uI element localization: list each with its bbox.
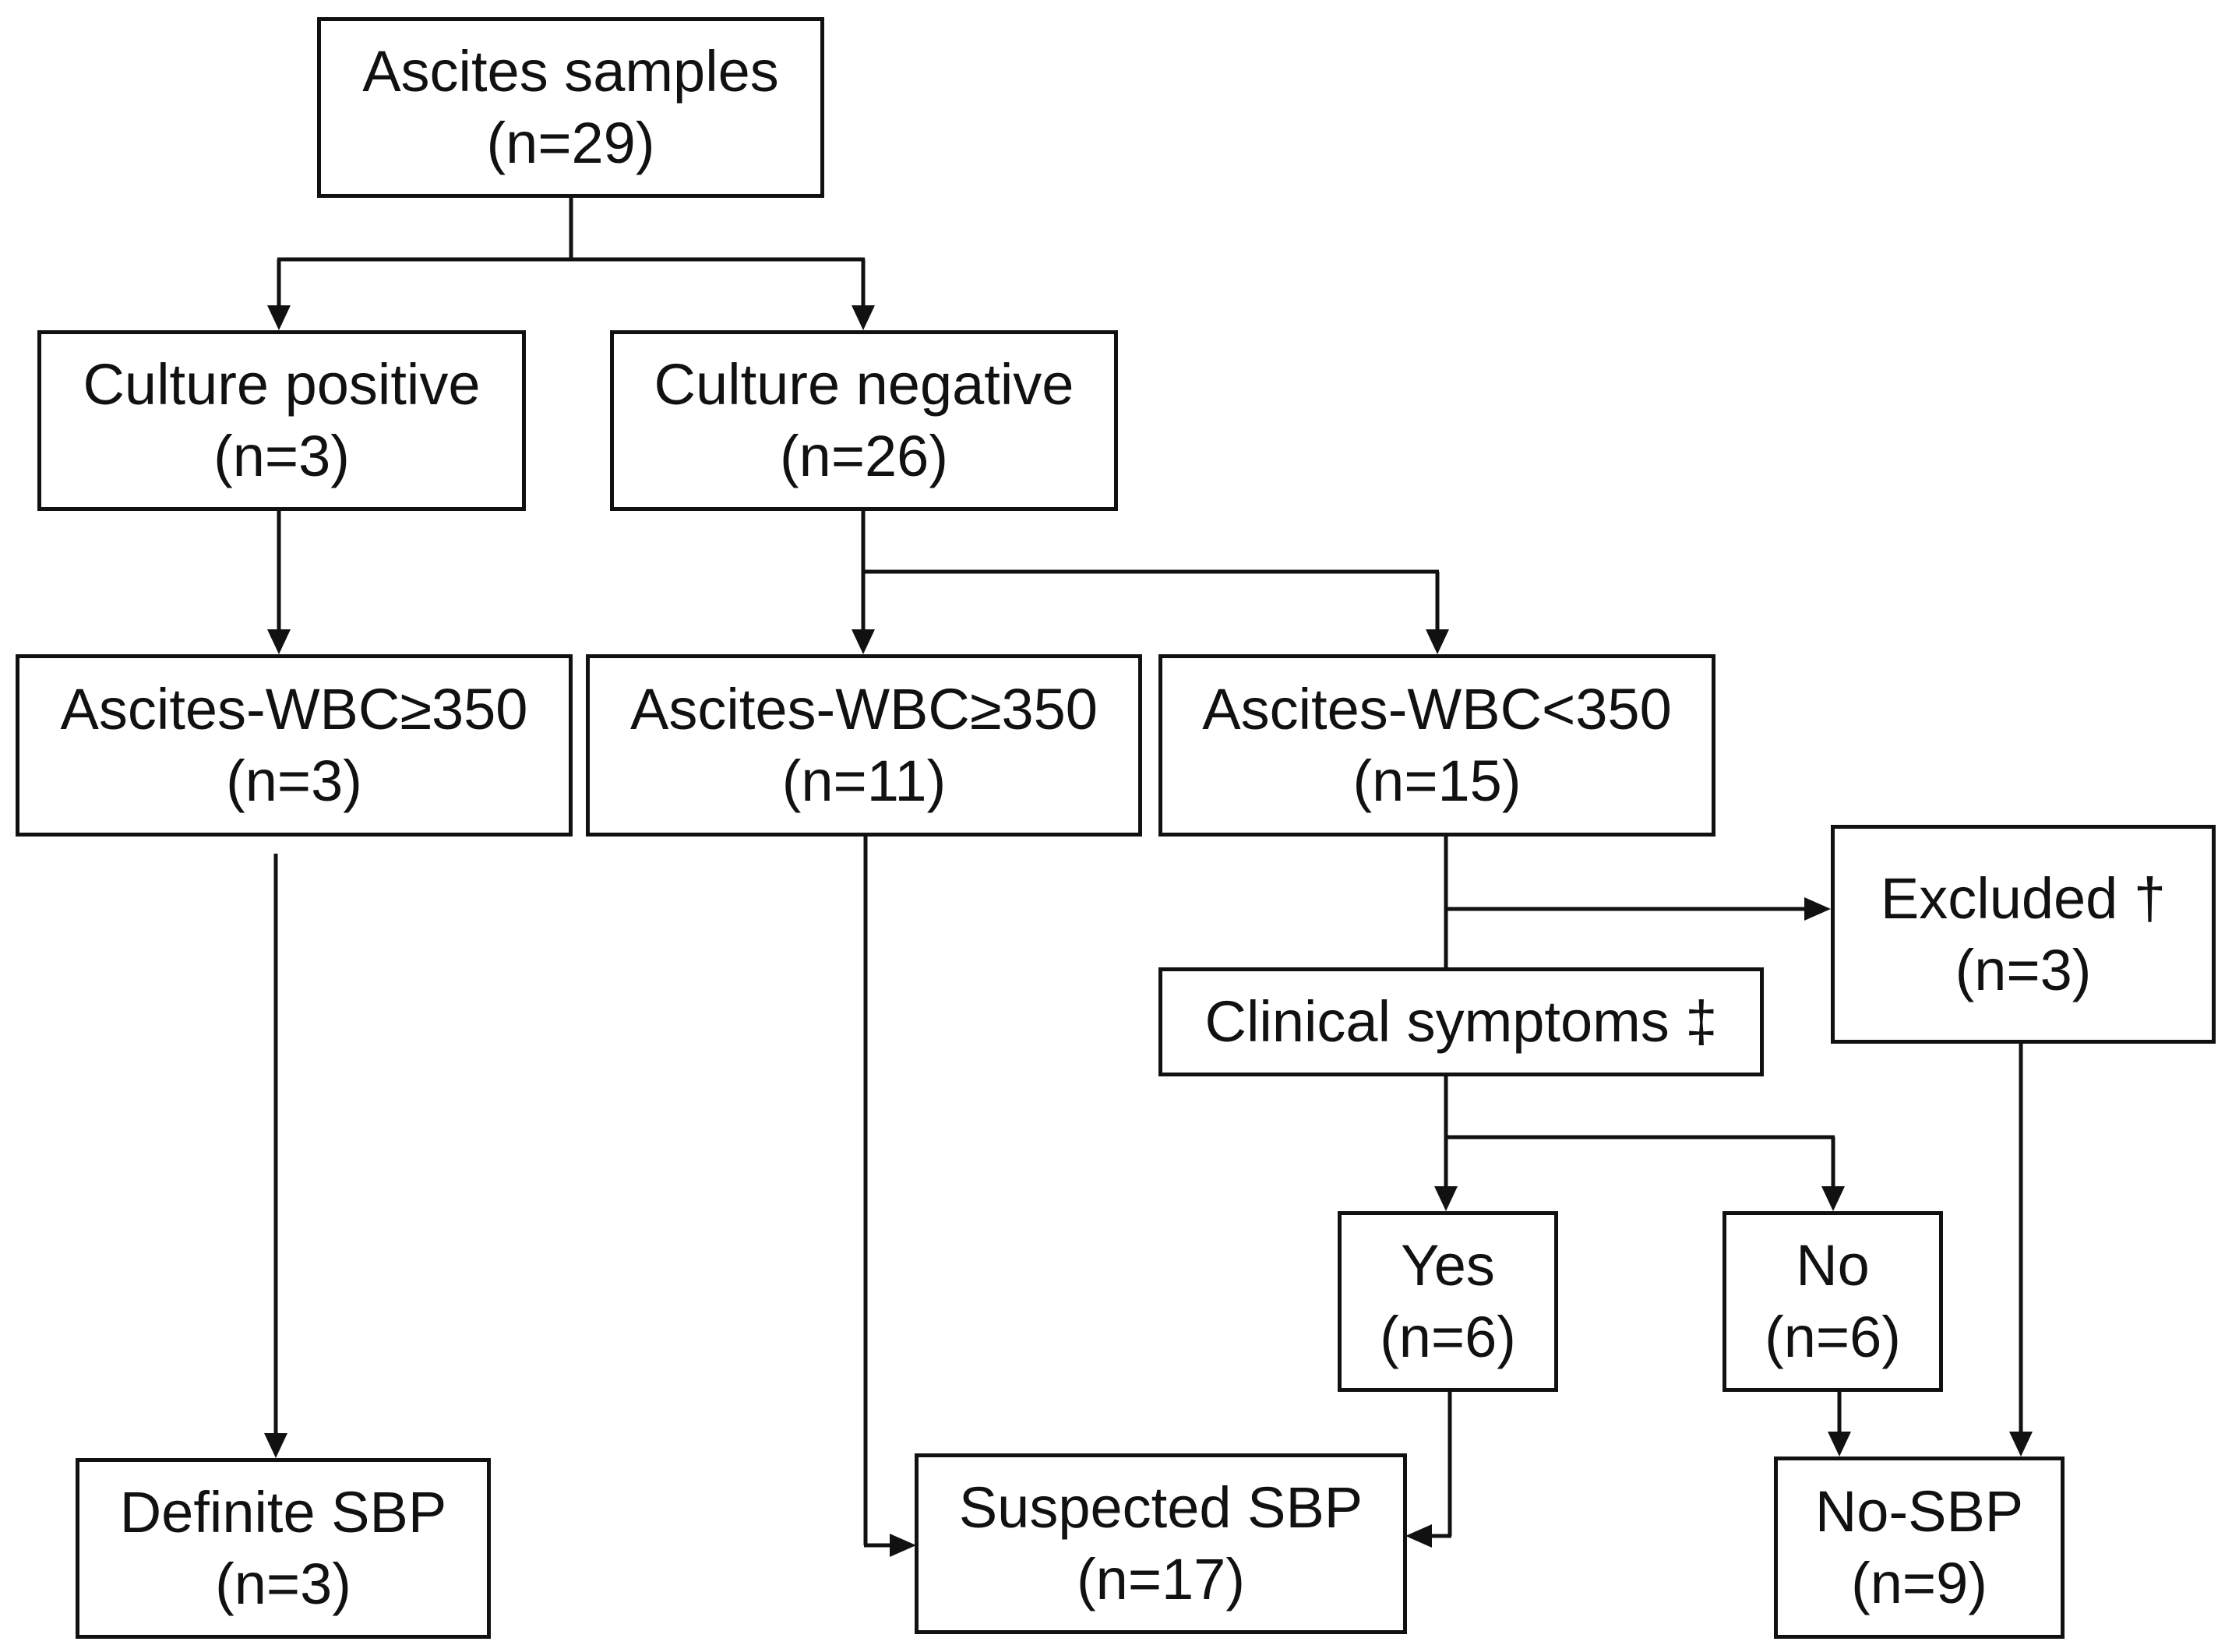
node-label: Ascites-WBC≥350 [60,677,528,741]
arrowhead-culture-negative [852,305,875,330]
node-count: (n=17) [1077,1547,1245,1611]
suspected-sbp-box: Suspected SBP (n=17) [915,1453,1407,1634]
node-count: (n=11) [781,749,947,813]
node-label: Yes [1401,1233,1495,1298]
ascites-samples-box: Ascites samples (n=29) [317,17,824,198]
node-label: No-SBP [1814,1479,2024,1544]
arrowhead-no [1821,1186,1845,1211]
neg-wbc-high-box: Ascites-WBC≥350 (n=11) [586,654,1142,837]
arrowhead-no-sbp-left [1828,1432,1851,1457]
node-count: (n=29) [486,111,655,175]
node-label: Culture negative [654,352,1074,417]
culture-negative-box: Culture negative (n=26) [610,330,1118,511]
node-label: No [1796,1233,1870,1298]
arrowhead-neg-wbc-low [1426,629,1449,654]
arrowhead-suspected-right [1405,1524,1432,1548]
no-sbp-box: No-SBP (n=9) [1774,1457,2065,1639]
node-label: Suspected SBP [958,1475,1363,1540]
node-count: (n=6) [1765,1305,1901,1369]
arrowhead-suspected-left [890,1534,916,1557]
node-count: (n=3) [213,424,350,488]
arrowhead-neg-wbc-high [852,629,875,654]
arrowhead-yes [1434,1186,1458,1211]
clinical-symptoms-box: Clinical symptoms ‡ [1158,967,1764,1076]
arrowhead-excluded [1804,897,1831,921]
node-label: Culture positive [83,352,481,417]
node-label: Ascites-WBC≥350 [630,677,1098,741]
node-count: (n=26) [780,424,948,488]
node-count: (n=3) [215,1552,351,1616]
neg-wbc-low-box: Ascites-WBC<350 (n=15) [1158,654,1715,837]
node-count: (n=6) [1380,1305,1516,1369]
definite-sbp-box: Definite SBP (n=3) [76,1458,491,1639]
excluded-box: Excluded † (n=3) [1831,825,2216,1044]
node-label: Definite SBP [119,1480,447,1545]
arrowhead-no-sbp-right [2009,1432,2033,1457]
node-label: Excluded † [1880,865,2167,931]
arrowhead-culture-positive [267,305,291,330]
node-label: Ascites samples [362,39,779,104]
node-count: (n=3) [1955,937,2092,1002]
no-box: No (n=6) [1723,1211,1943,1392]
arrowhead-pos-wbc [267,629,291,654]
pos-wbc-high-box: Ascites-WBC≥350 (n=3) [16,654,573,837]
culture-positive-box: Culture positive (n=3) [37,330,526,511]
node-label: Ascites-WBC<350 [1202,677,1672,741]
node-count: (n=3) [226,749,362,813]
node-label: Clinical symptoms ‡ [1204,989,1718,1054]
node-count: (n=15) [1352,749,1522,813]
yes-box: Yes (n=6) [1338,1211,1558,1392]
node-count: (n=9) [1851,1551,1987,1615]
arrowhead-definite-sbp [264,1433,287,1458]
